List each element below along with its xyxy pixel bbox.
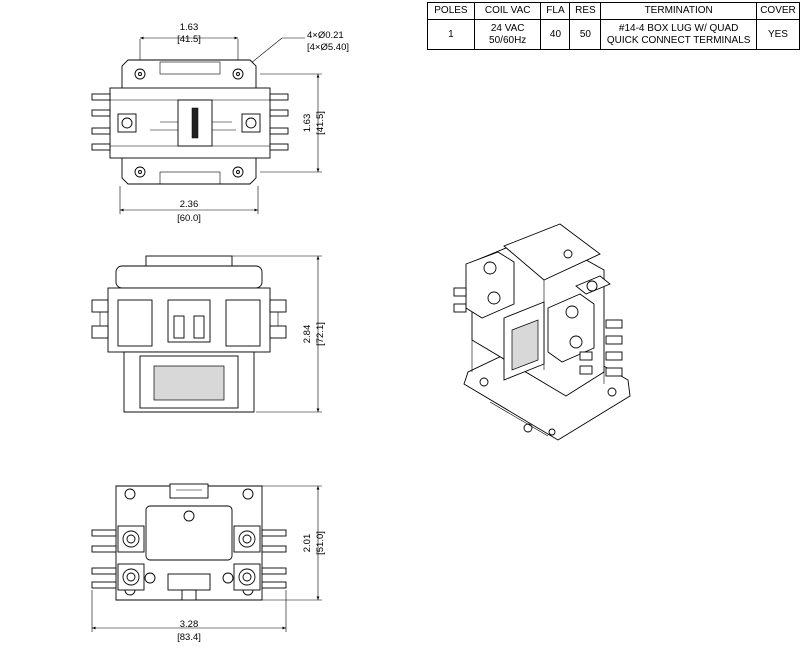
hole-callout-mm: [4×Ø5.40] — [307, 42, 349, 53]
front-width-mm: [83.4] — [177, 632, 201, 643]
spec-table-header-row: POLES COIL VAC FLA RES TERMINATION COVER — [427, 2, 800, 20]
isometric-view — [453, 223, 631, 441]
front-width-in: 3.28 — [180, 619, 199, 630]
front-height-in: 2.01 — [302, 534, 313, 553]
hole-callout-in: 4×Ø0.21 — [307, 30, 344, 41]
front-view: 2.01 [51.0] 3.28 [83.4] — [91, 483, 326, 643]
top-height-mm: [41.5] — [315, 111, 326, 135]
top-width-in: 1.63 — [180, 22, 199, 33]
front-height-mm: [51.0] — [315, 531, 326, 555]
top-overall-in: 2.36 — [180, 199, 199, 210]
cell-poles: 1 — [427, 19, 475, 50]
spec-table: POLES COIL VAC FLA RES TERMINATION COVER… — [427, 2, 800, 50]
top-overall-mm: [60.0] — [177, 213, 201, 224]
top-width-mm: [41.5] — [177, 34, 201, 45]
side-view: 2.84 [72.1] — [91, 255, 326, 413]
termination-line-2: QUICK CONNECT TERMINALS — [606, 34, 751, 46]
cell-cover: YES — [755, 19, 800, 50]
cell-res: 50 — [569, 19, 602, 50]
top-view: 1.63 [41.5] 4×Ø0.21 [4×Ø5.40] — [91, 22, 349, 224]
side-height-mm: [72.1] — [315, 322, 326, 346]
coil-line-2: 50/60Hz — [489, 34, 527, 46]
coil-line-1: 24 VAC — [490, 22, 525, 34]
top-height-in: 1.63 — [302, 114, 313, 133]
termination-line-1: #14-4 BOX LUG W/ QUAD — [618, 22, 739, 34]
side-height-in: 2.84 — [302, 325, 313, 344]
